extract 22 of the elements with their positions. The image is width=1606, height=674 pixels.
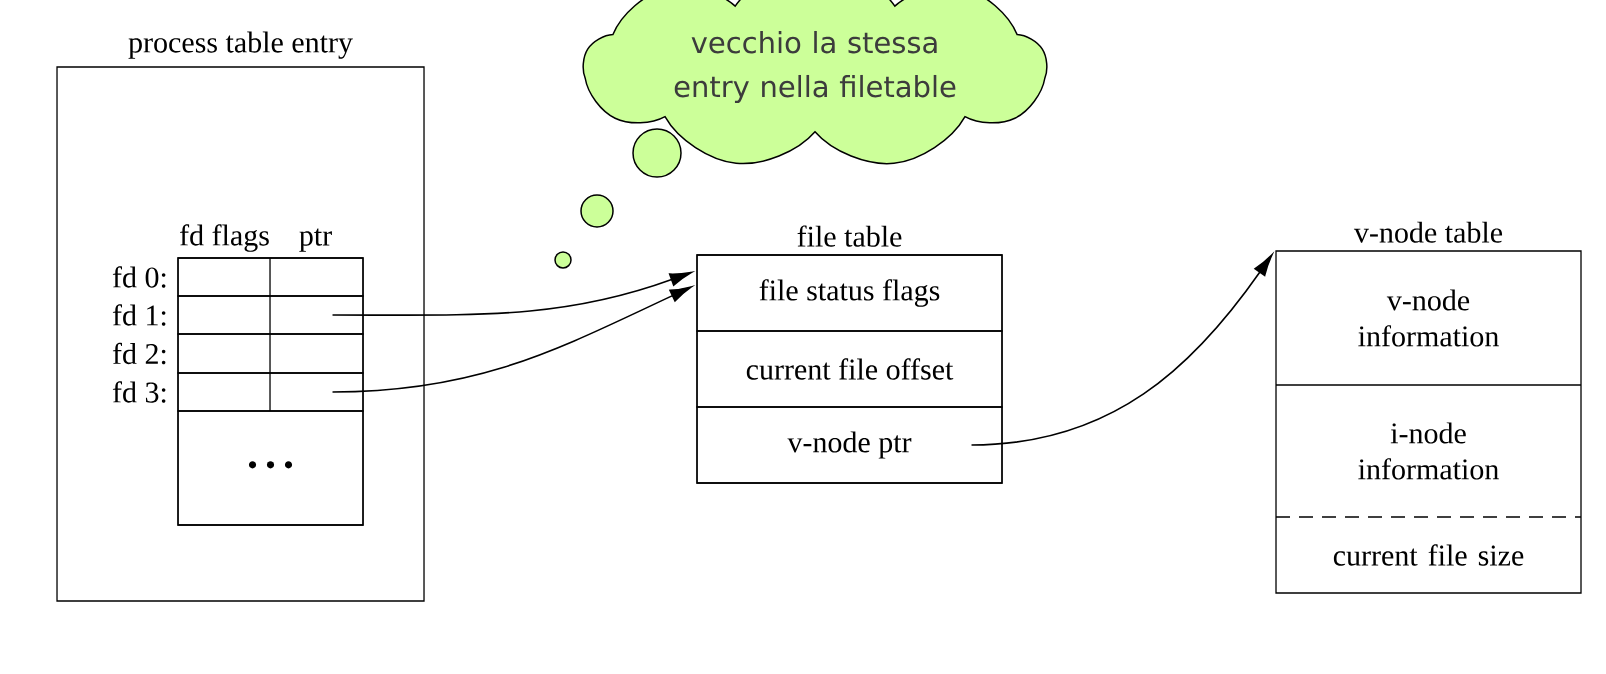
node-label: fd flags [180,224,269,252]
descriptor-row: fd 3: [112,372,364,412]
arrow [331,286,693,393]
node-label: fd 1: [112,304,166,326]
table-cell: i-node information [1358,422,1499,480]
node-label: ptr [299,228,332,252]
arrow [970,254,1273,446]
descriptor-row: fd 0: [112,257,364,297]
node-label: fd 0: [112,266,166,288]
node-label: file table [797,225,902,247]
table-cell: current file size [1333,544,1524,566]
node-label: fd 3: [112,381,166,403]
descriptor-row: fd 1: [112,295,364,335]
descriptor-row: fd 2: [112,333,364,374]
node-label: fd 2: [112,342,166,365]
node-label: process table entry [128,31,353,59]
table-cell: file status flags [696,254,1003,332]
thought-cloud: vecchio la stessa entry nella filetable [582,0,1048,165]
table-cell: v-node information [1358,289,1499,347]
table-cell: v-node ptr [696,406,1003,484]
table-cell: current file offset [696,330,1003,408]
table-cell: • • • [177,410,364,526]
